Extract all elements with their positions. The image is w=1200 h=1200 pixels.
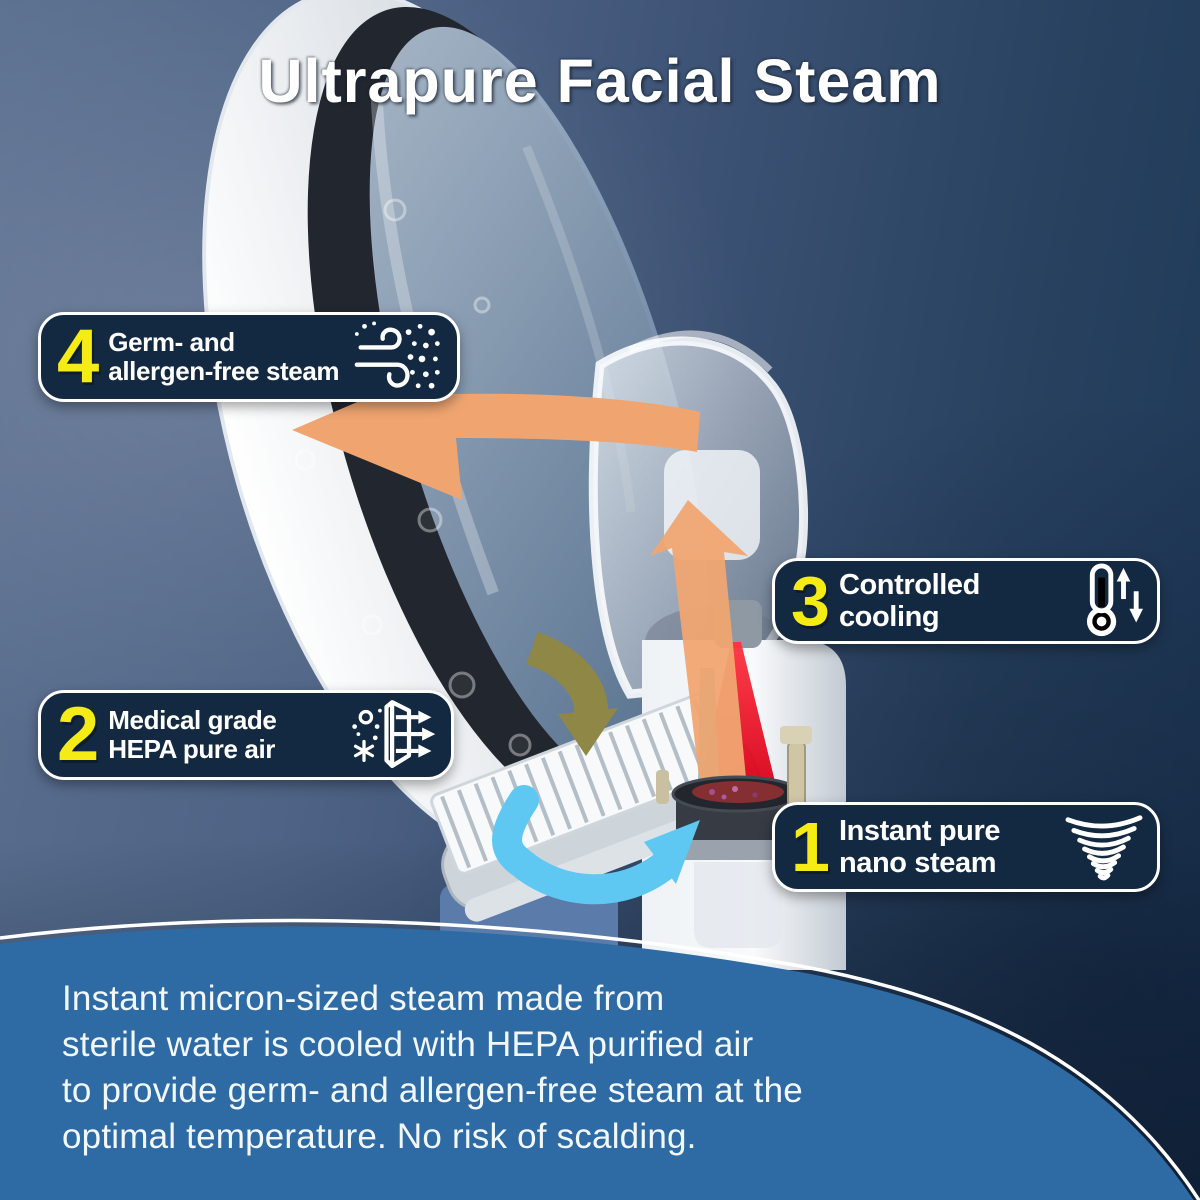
callout-number: 2 — [57, 691, 99, 777]
description-line: optimal temperature. No risk of scalding… — [62, 1117, 697, 1156]
steam-particles-icon — [354, 321, 440, 389]
page-title: Ultrapure Facial Steam — [258, 47, 942, 115]
thermometer-icon — [1086, 563, 1143, 637]
arrow-cool-air-cyan — [492, 785, 700, 905]
callout-number: 4 — [57, 313, 99, 399]
callout-hepa-pure-air: 2 Medical grade HEPA pure air — [38, 690, 454, 780]
nano-steam-generator — [656, 726, 812, 948]
callout-nano-steam: 1 Instant pure nano steam — [772, 802, 1160, 892]
description-line: to provide germ- and allergen-free steam… — [62, 1071, 803, 1110]
description-text: Instant micron-sized steam made from ste… — [62, 976, 803, 1160]
callout-number: 3 — [791, 561, 830, 640]
callout-label: Instant pure nano steam — [838, 814, 1001, 879]
arrow-steam-rise-orange — [650, 500, 748, 786]
arrow-air-in-olive — [525, 631, 618, 756]
callout-label: Controlled cooling — [838, 568, 980, 633]
callout-germ-free-steam: 4 Germ- and allergen-free steam — [38, 312, 460, 402]
callout-number: 1 — [791, 807, 830, 886]
description-panel-shape — [0, 918, 1200, 1200]
description-line: Instant micron-sized steam made from — [62, 979, 665, 1018]
vortex-icon — [1065, 815, 1143, 881]
callout-label: Medical grade HEPA pure air — [108, 704, 277, 764]
description-line: sterile water is cooled with HEPA purifi… — [62, 1025, 754, 1064]
hepa-filter-icon — [352, 700, 436, 769]
callout-label: Germ- and allergen-free steam — [108, 326, 340, 386]
callout-controlled-cooling: 3 Controlled cooling — [772, 558, 1160, 644]
